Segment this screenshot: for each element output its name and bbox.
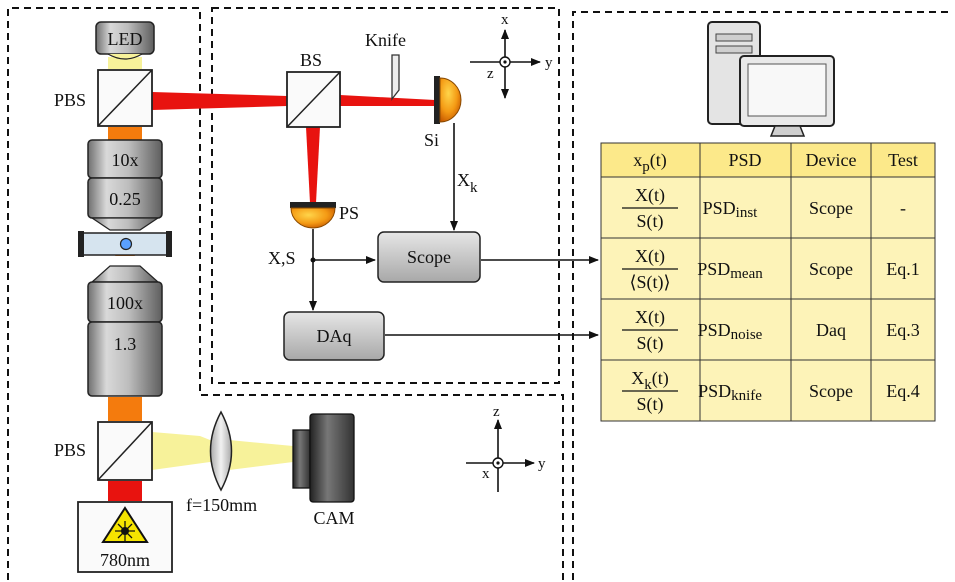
led: LED	[95, 21, 155, 60]
svg-text:PSDnoise: PSDnoise	[698, 320, 763, 343]
orange-beam-lower	[108, 397, 142, 421]
xs-label: X,S	[268, 248, 296, 268]
svg-text:Eq.1: Eq.1	[886, 259, 920, 279]
red-beam-bs-to-si	[340, 95, 435, 106]
lens-label: f=150mm	[186, 495, 257, 515]
red-beam-bs-to-ps	[306, 127, 320, 203]
axis-bottom-x: x	[482, 466, 490, 482]
signal-wires	[309, 123, 599, 339]
laser-780: 780nm	[77, 501, 173, 573]
ps-label: PS	[339, 203, 359, 223]
objective-10x: 10x 0.25	[87, 139, 163, 231]
si-label: Si	[424, 130, 439, 150]
beams	[108, 57, 435, 501]
table-row: X(t) S(t) PSDinst Scope -	[622, 185, 906, 232]
svg-text:X(t): X(t)	[635, 307, 665, 328]
camera	[292, 413, 355, 503]
axis-top-y: y	[545, 55, 553, 71]
pbs-bottom-cube	[97, 421, 153, 481]
knife-edge	[391, 54, 400, 101]
objective-100x-na: 1.3	[114, 334, 137, 354]
svg-text:X(t): X(t)	[635, 185, 665, 206]
computer-icon	[707, 21, 835, 137]
axis-bottom-y: y	[538, 456, 546, 472]
yellow-beam-to-lens	[152, 432, 228, 470]
scope-box: Scope	[377, 231, 481, 283]
xk-label: Xk	[457, 170, 478, 196]
axis-bottom-z: z	[493, 404, 500, 420]
svg-text:X(t): X(t)	[635, 246, 665, 267]
svg-text:Scope: Scope	[809, 381, 853, 401]
header-xp: xp(t)	[633, 150, 667, 175]
svg-text:780nm: 780nm	[100, 550, 150, 570]
header-test: Test	[888, 150, 918, 170]
objective-10x-na: 0.25	[109, 189, 141, 209]
axes-indicator-bottom: z y x	[466, 404, 546, 492]
knife-label: Knife	[365, 30, 406, 50]
svg-text:S(t): S(t)	[637, 211, 664, 232]
region-borders	[7, 7, 953, 580]
table-row: Xk(t) S(t) PSDknife Scope Eq.4	[622, 368, 920, 415]
svg-text:DAq: DAq	[317, 326, 352, 346]
red-beam-pbs-to-bs	[152, 92, 287, 110]
axis-top-x: x	[501, 12, 509, 28]
objective-10x-mag: 10x	[112, 150, 139, 170]
axis-top-z: z	[487, 66, 494, 82]
svg-text:Scope: Scope	[407, 247, 451, 267]
header-psd: PSD	[728, 150, 761, 170]
svg-text:Scope: Scope	[809, 198, 853, 218]
detection-region-border	[211, 7, 560, 384]
pbs-top-cube	[97, 69, 153, 127]
sample-cell	[78, 231, 172, 257]
svg-text:LED: LED	[108, 29, 143, 49]
axes-indicator-top: x y z	[470, 12, 553, 99]
table-row: X(t) ⟨S(t)⟩ PSDmean Scope Eq.1	[622, 246, 920, 293]
table-row: X(t) S(t) PSDnoise Daq Eq.3	[622, 307, 920, 354]
lens	[209, 410, 233, 492]
header-device: Device	[806, 150, 857, 170]
svg-text:Daq: Daq	[816, 320, 846, 340]
pbs-bottom-label: PBS	[54, 440, 86, 460]
bs-label: BS	[300, 50, 322, 70]
si-photodiode	[434, 76, 462, 124]
svg-text:⟨S(t)⟩: ⟨S(t)⟩	[629, 272, 670, 293]
svg-text:PSDknife: PSDknife	[698, 381, 762, 404]
computer-region-border	[572, 11, 953, 580]
pbs-top-label: PBS	[54, 90, 86, 110]
psd-table: xp(t) PSD Device Test X(t) S(t) PSDinst …	[600, 142, 936, 422]
objective-100x-mag: 100x	[107, 293, 143, 313]
daq-box: DAq	[283, 311, 385, 361]
ps-photodiode	[290, 202, 336, 229]
svg-text:PSDmean: PSDmean	[697, 259, 763, 282]
beam-splitter	[286, 71, 341, 128]
svg-text:S(t): S(t)	[637, 394, 664, 415]
svg-text:Eq.3: Eq.3	[886, 320, 920, 340]
svg-text:PSDinst: PSDinst	[703, 198, 759, 221]
yellow-beam-to-cam	[229, 440, 293, 470]
yellow-beam-led	[108, 57, 142, 69]
objective-100x: 100x 1.3	[87, 265, 163, 397]
svg-text:Xk(t): Xk(t)	[631, 368, 669, 393]
svg-text:S(t): S(t)	[637, 333, 664, 354]
orange-beam-upper	[108, 127, 142, 140]
svg-text:-: -	[900, 198, 906, 218]
cam-label: CAM	[313, 508, 354, 528]
trapped-particle	[119, 237, 133, 251]
svg-text:Scope: Scope	[809, 259, 853, 279]
red-beam-laser	[108, 481, 142, 501]
svg-text:Eq.4: Eq.4	[886, 381, 920, 401]
